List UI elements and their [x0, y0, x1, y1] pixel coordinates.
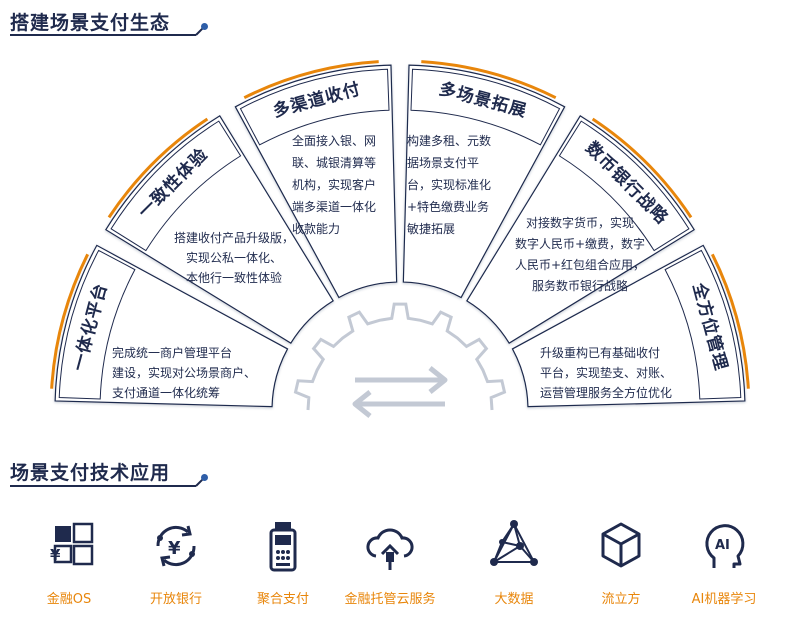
segment-title-band — [58, 249, 136, 400]
ai-head-icon: AI — [705, 524, 745, 568]
segment-text-line: 搭建收付产品升级版， — [173, 231, 294, 245]
segment-text-line: 构建多租、元数 — [407, 134, 492, 148]
segment-title-band — [410, 68, 561, 146]
segment-accent-arc — [710, 253, 750, 389]
tech-item-stream-cube: 流立方 — [566, 516, 676, 607]
segment-text-line: 建设，实现对公场景商户、 — [112, 366, 257, 380]
title-underline — [10, 34, 196, 36]
segment-text-line: +特色缴费业务 — [407, 200, 490, 214]
segment-text-line: 数字人民币+缴费，数字 — [514, 237, 646, 251]
segment-text-integrated-platform: 完成统一商户管理平台建设，实现对公场景商户、支付通道一体化统筹 — [112, 343, 282, 403]
segment-text-line: 实现公私一体化、 — [185, 251, 282, 265]
segment-accent-arc — [421, 60, 557, 100]
tech-item-custody-cloud: 金融托管云服务 — [335, 516, 445, 607]
segment-text-line: 支付通道一体化统筹 — [112, 386, 221, 400]
tech-item-ai-ml: AI AI机器学习 — [669, 516, 779, 607]
tech-item-finance-os: ¥ 金融OS — [14, 516, 124, 607]
yen-cycle-icon: ¥ — [156, 525, 196, 567]
segment-text-line: 敏捷拓展 — [407, 222, 456, 236]
tech-label: AI机器学习 — [691, 592, 757, 607]
windows-yen-icon: ¥ — [50, 522, 94, 566]
title-dot — [201, 23, 208, 30]
network-nodes-icon — [490, 520, 538, 566]
segment-title-band — [558, 120, 690, 252]
segment-accent-arc — [243, 60, 379, 100]
segment-text-line: 完成统一商户管理平台 — [112, 346, 233, 360]
segment-text-line: 服务数币银行战略 — [531, 279, 628, 293]
segment-text-multichannel: 全面接入银、网联、城银清算等机构，实现客户端多渠道一体化收款能力 — [292, 130, 397, 240]
svg-text:¥: ¥ — [168, 538, 181, 559]
segment-text-all-round-management: 升级重构已有基础收付平台，实现垫支、对账、运营管理服务全方位优化 — [540, 343, 705, 403]
segment-text-line: 全面接入银、网 — [292, 134, 377, 148]
tech-label: 开放银行 — [149, 592, 202, 607]
cloud-house-icon — [366, 528, 414, 570]
tech-item-open-banking: ¥ 开放银行 — [121, 516, 231, 607]
segment-title-band — [664, 249, 742, 400]
segment-title-band — [239, 68, 390, 146]
tech-label: 流立方 — [601, 592, 641, 607]
semicircle-diagram: 一体化平台一致性体验多渠道收付多场景拓展数币银行战略全方位管理 — [50, 60, 750, 418]
tech-item-big-data: 大数据 — [459, 516, 569, 607]
tech-label: 聚合支付 — [256, 592, 309, 607]
segment-text-line: 端多渠道一体化 — [292, 200, 377, 214]
svg-text:¥: ¥ — [50, 546, 61, 564]
segment-text-multiscenario: 构建多租、元数据场景支付平台，实现标准化 +特色缴费业务敏捷拓展 — [407, 130, 512, 240]
segment-text-consistent-experience: 搭建收付产品升级版， 实现公私一体化、本他行一致性体验 — [150, 228, 318, 288]
arrow-left-icon — [352, 390, 445, 418]
cube-icon — [601, 522, 641, 568]
tech-item-aggregate-payment: 聚合支付 — [228, 516, 338, 607]
segment-text-line: 本他行一致性体验 — [185, 271, 282, 285]
segment-accent-arc — [50, 253, 90, 389]
segment-text-line: 平台，实现垫支、对账、 — [540, 366, 673, 380]
segment-text-line: 升级重构已有基础收付 — [540, 346, 661, 360]
segment-text-line: 据场景支付平 — [407, 156, 480, 170]
segment-accent-arc — [107, 117, 209, 219]
pos-terminal-icon — [269, 522, 297, 572]
segment-text-line: 台，实现标准化 — [407, 178, 492, 192]
title-underline — [10, 485, 196, 487]
segment-text-line: 人民币+红包组合应用， — [514, 258, 646, 272]
svg-text:AI: AI — [715, 538, 730, 553]
arrow-right-icon — [355, 366, 448, 394]
segment-text-line: 联、城银清算等 — [292, 156, 377, 170]
section-title-technology: 场景支付技术应用 — [10, 462, 171, 484]
segment-accent-arc — [591, 117, 693, 219]
tech-label: 金融OS — [46, 592, 92, 607]
segment-text-line: 对接数字货币，实现 — [525, 216, 634, 230]
gear-icon — [293, 302, 507, 418]
tech-label: 金融托管云服务 — [344, 592, 436, 607]
segment-text-line: 机构，实现客户 — [292, 178, 377, 192]
segment-text-line: 运营管理服务全方位优化 — [540, 386, 673, 400]
segment-text-line: 收款能力 — [292, 222, 341, 236]
tech-label: 大数据 — [494, 592, 534, 607]
segment-title-band — [110, 120, 242, 252]
section-title-ecosystem: 搭建场景支付生态 — [10, 12, 171, 34]
segment-text-digital-currency: 对接数字货币，实现数字人民币+缴费，数字人民币+红包组合应用， 服务数币银行战略 — [505, 213, 655, 297]
title-dot — [201, 474, 208, 481]
